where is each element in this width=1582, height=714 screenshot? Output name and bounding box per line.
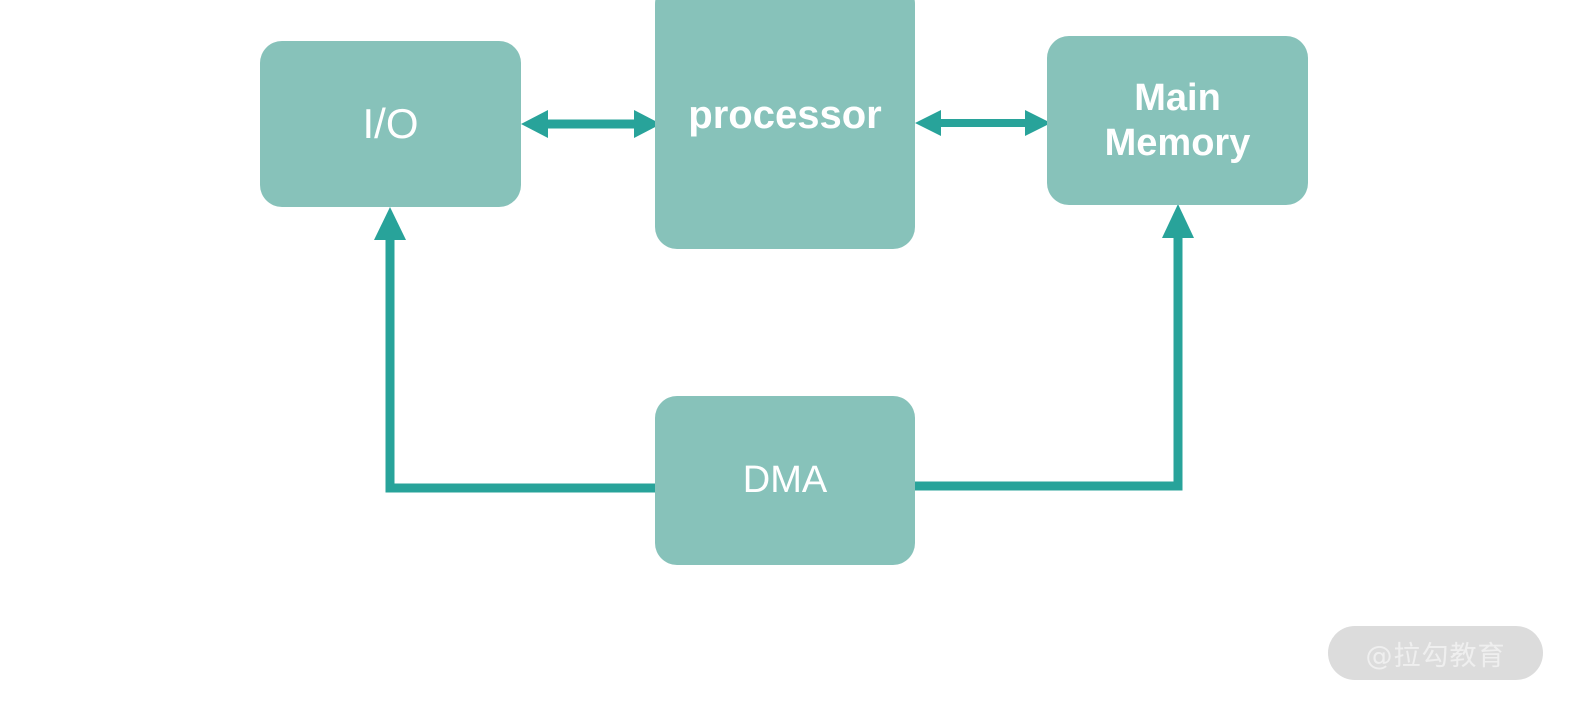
- node-dma-label: DMA: [742, 459, 828, 502]
- watermark-badge: @拉勾教育: [1328, 626, 1543, 680]
- node-main-memory[interactable]: Main Memory: [1047, 36, 1308, 205]
- node-main-memory-label: Main Memory: [1104, 77, 1251, 164]
- node-dma[interactable]: DMA: [655, 396, 915, 565]
- edge-io-processor: [521, 110, 661, 138]
- node-processor-label: processor: [688, 93, 882, 138]
- node-processor[interactable]: processor: [655, 0, 915, 249]
- node-io[interactable]: I/O: [260, 41, 521, 207]
- watermark-text: @拉勾教育: [1365, 640, 1506, 672]
- edge-dma-io: [374, 207, 655, 493]
- edge-dma-main-memory: [915, 204, 1194, 491]
- node-io-label: I/O: [362, 99, 419, 147]
- edge-processor-main-memory: [915, 110, 1051, 136]
